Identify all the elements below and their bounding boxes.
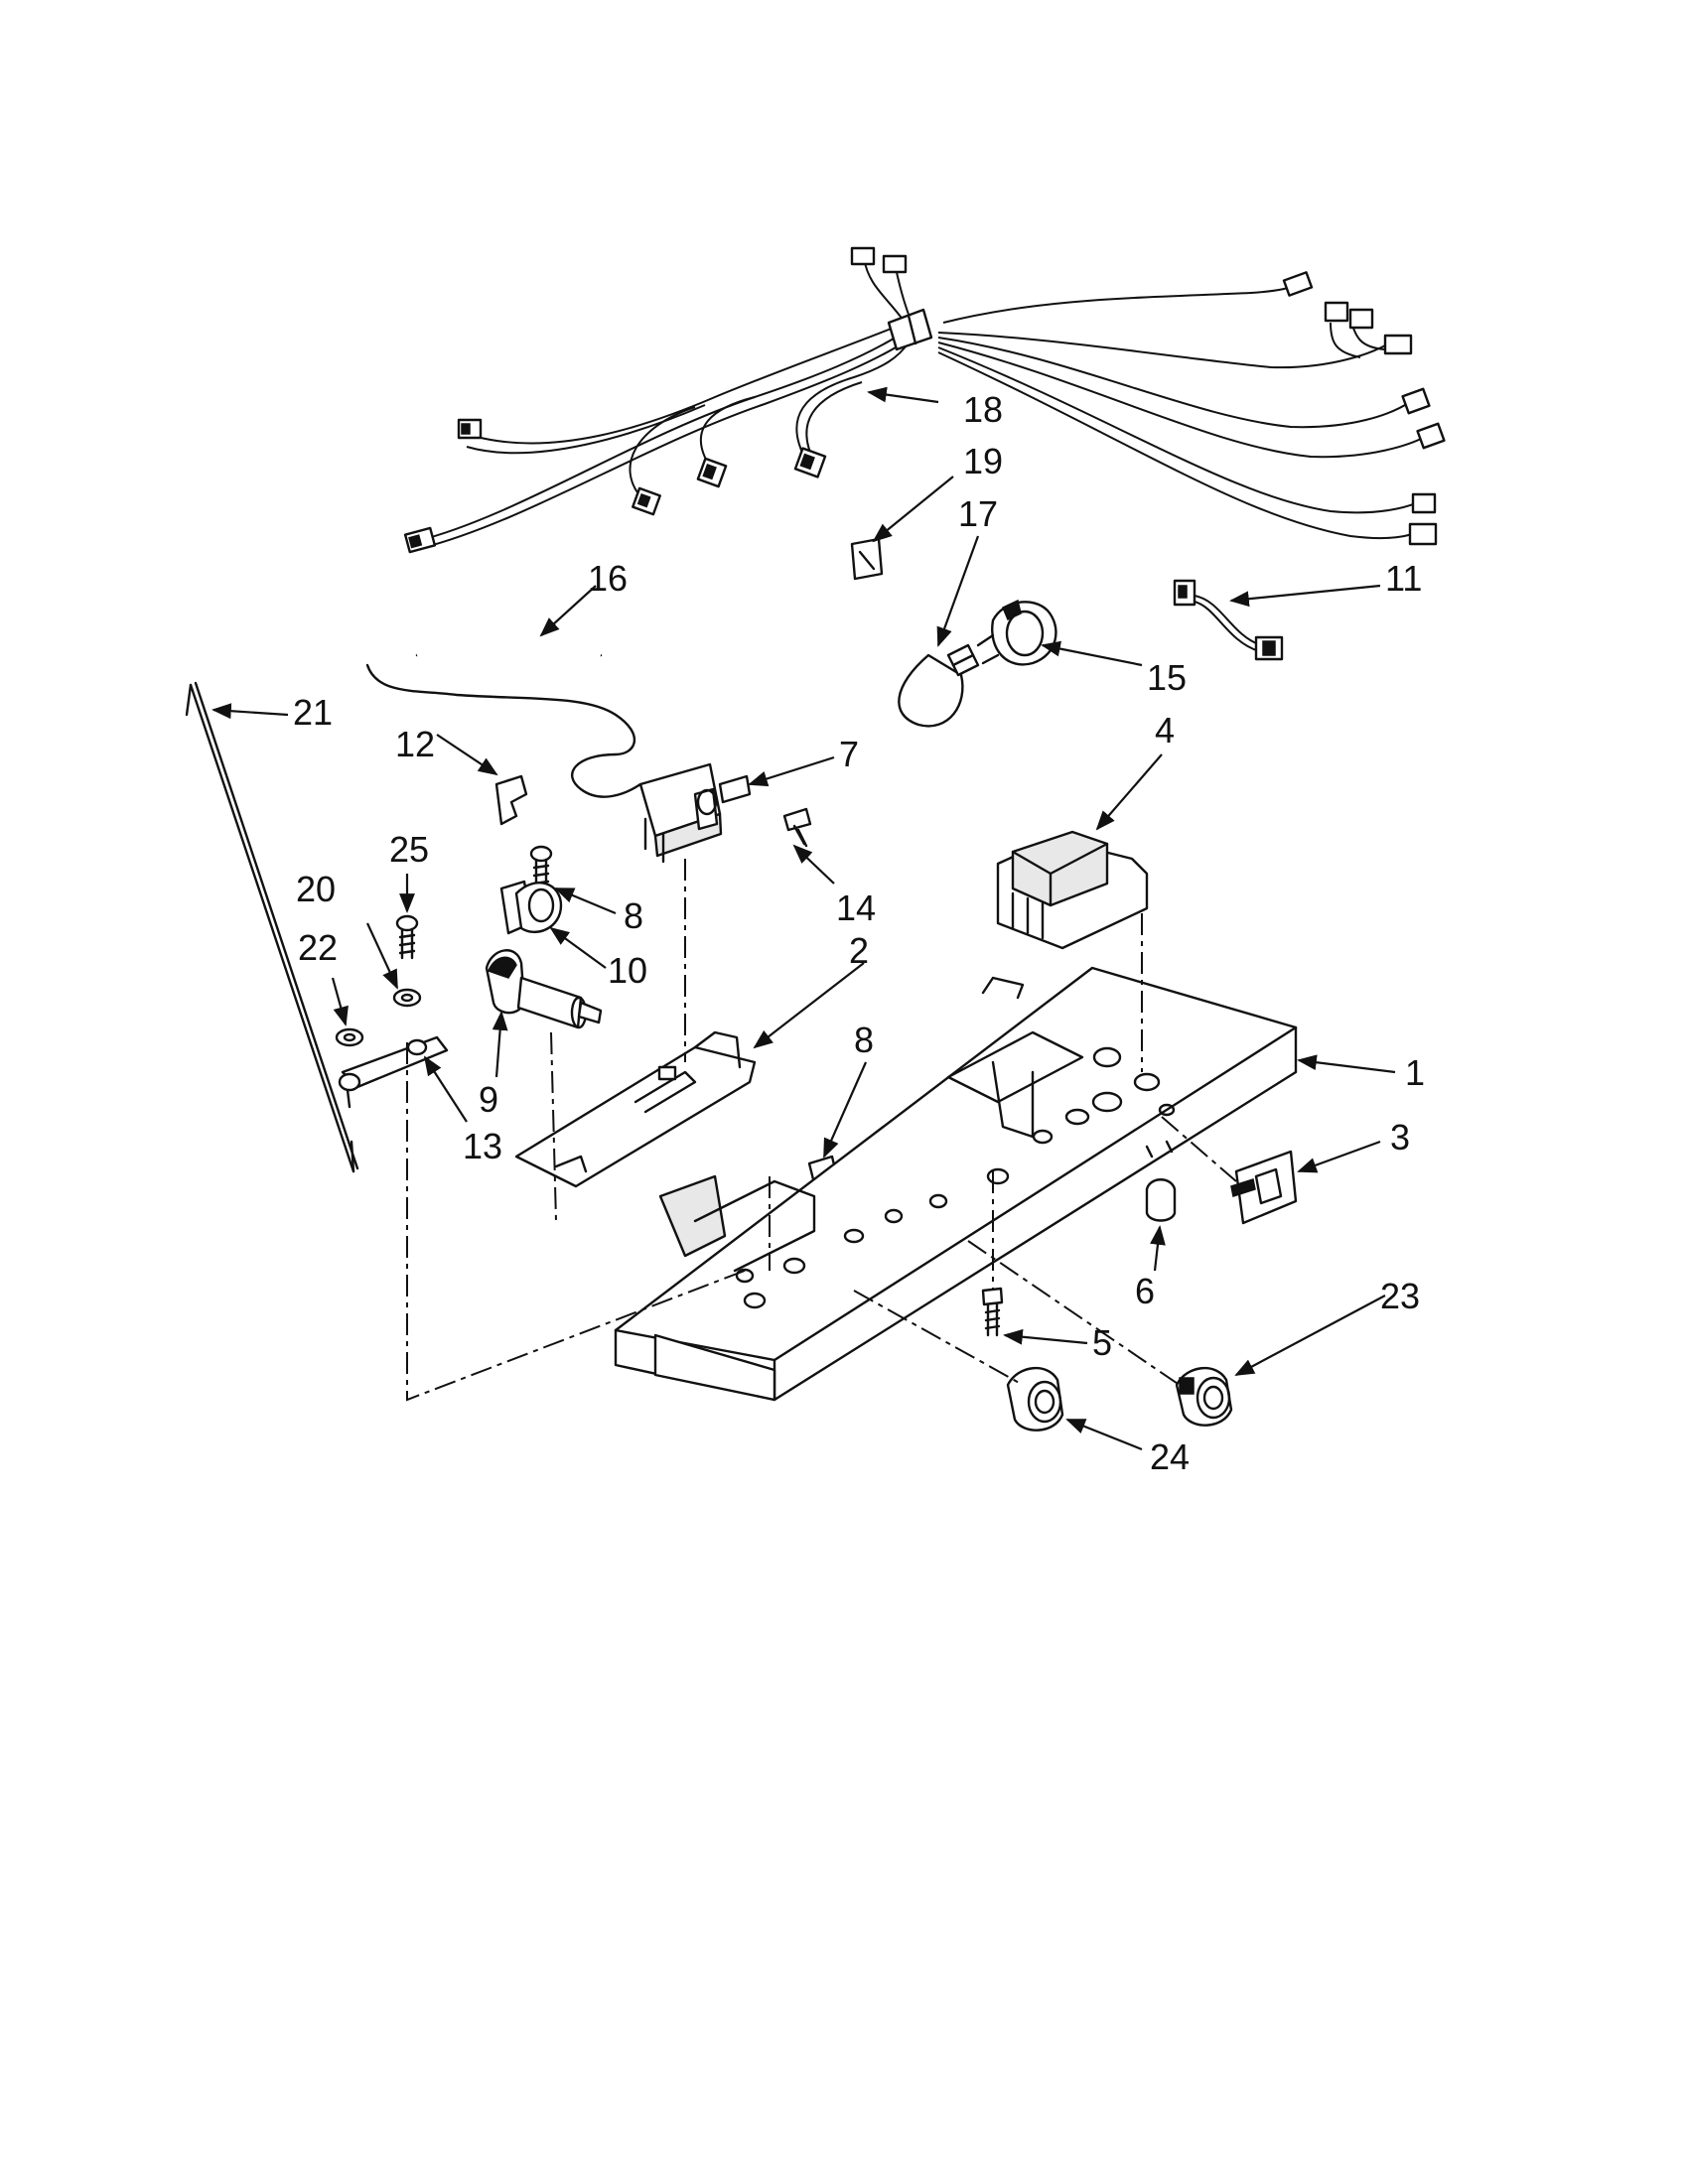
- callout-16: 16: [588, 558, 628, 599]
- callout-10: 10: [608, 950, 647, 991]
- lamp-socket: [976, 599, 1057, 666]
- screw-part-5: [981, 1287, 1004, 1337]
- callout-17: 17: [958, 493, 998, 534]
- callout-15: 15: [1147, 657, 1187, 698]
- screw-part-14: [782, 807, 812, 848]
- callout-2: 2: [849, 930, 869, 971]
- callout-5: 5: [1092, 1322, 1112, 1363]
- callout-3: 3: [1390, 1117, 1410, 1158]
- thermostat: [638, 762, 752, 864]
- callout-22: 22: [298, 927, 338, 968]
- callout-21: 21: [293, 692, 333, 733]
- callout-4: 4: [1155, 710, 1175, 751]
- callout-20: 20: [296, 869, 336, 909]
- wire-harness: [403, 246, 1446, 554]
- mounting-plate: [514, 1030, 757, 1188]
- callout-labels: 1 2 3 4 5 6 7 8 8 9 10 11 12 13 14 15 16…: [293, 389, 1425, 1477]
- callout-13: 13: [463, 1126, 502, 1166]
- callout-23: 23: [1380, 1276, 1420, 1316]
- callout-1: 1: [1405, 1052, 1425, 1093]
- callout-8-upper: 8: [624, 895, 643, 936]
- control-knob-shaft: [485, 949, 603, 1029]
- jumper-harness: [1173, 579, 1284, 661]
- callout-12: 12: [395, 724, 435, 764]
- assembly-lines: [406, 859, 1237, 1402]
- callout-19: 19: [963, 441, 1003, 481]
- callout-9: 9: [479, 1079, 498, 1120]
- grommet-part-24: [1006, 1366, 1064, 1432]
- lever-assembly: [335, 914, 449, 1109]
- callout-25: 25: [389, 829, 429, 870]
- light-bulb: [898, 643, 980, 728]
- callout-18: 18: [963, 389, 1003, 430]
- control-module: [996, 830, 1149, 950]
- callout-11: 11: [1385, 558, 1422, 599]
- control-housing: [614, 966, 1298, 1402]
- clip-part-12: [494, 774, 528, 826]
- grommet-part-23: [1175, 1366, 1233, 1427]
- capillary-tube: [365, 638, 642, 798]
- leader-arrows: [211, 386, 1396, 1451]
- push-button-part-6: [1145, 1178, 1177, 1222]
- callout-24: 24: [1150, 1436, 1190, 1477]
- callout-7: 7: [839, 734, 859, 774]
- bracket-part-10: [499, 880, 563, 935]
- callout-6: 6: [1135, 1271, 1155, 1311]
- rod: [185, 681, 359, 1173]
- clip-part-19: [850, 537, 884, 581]
- door-switch: [1230, 1150, 1298, 1225]
- callout-8-lower: 8: [854, 1020, 874, 1060]
- callout-14: 14: [836, 887, 876, 928]
